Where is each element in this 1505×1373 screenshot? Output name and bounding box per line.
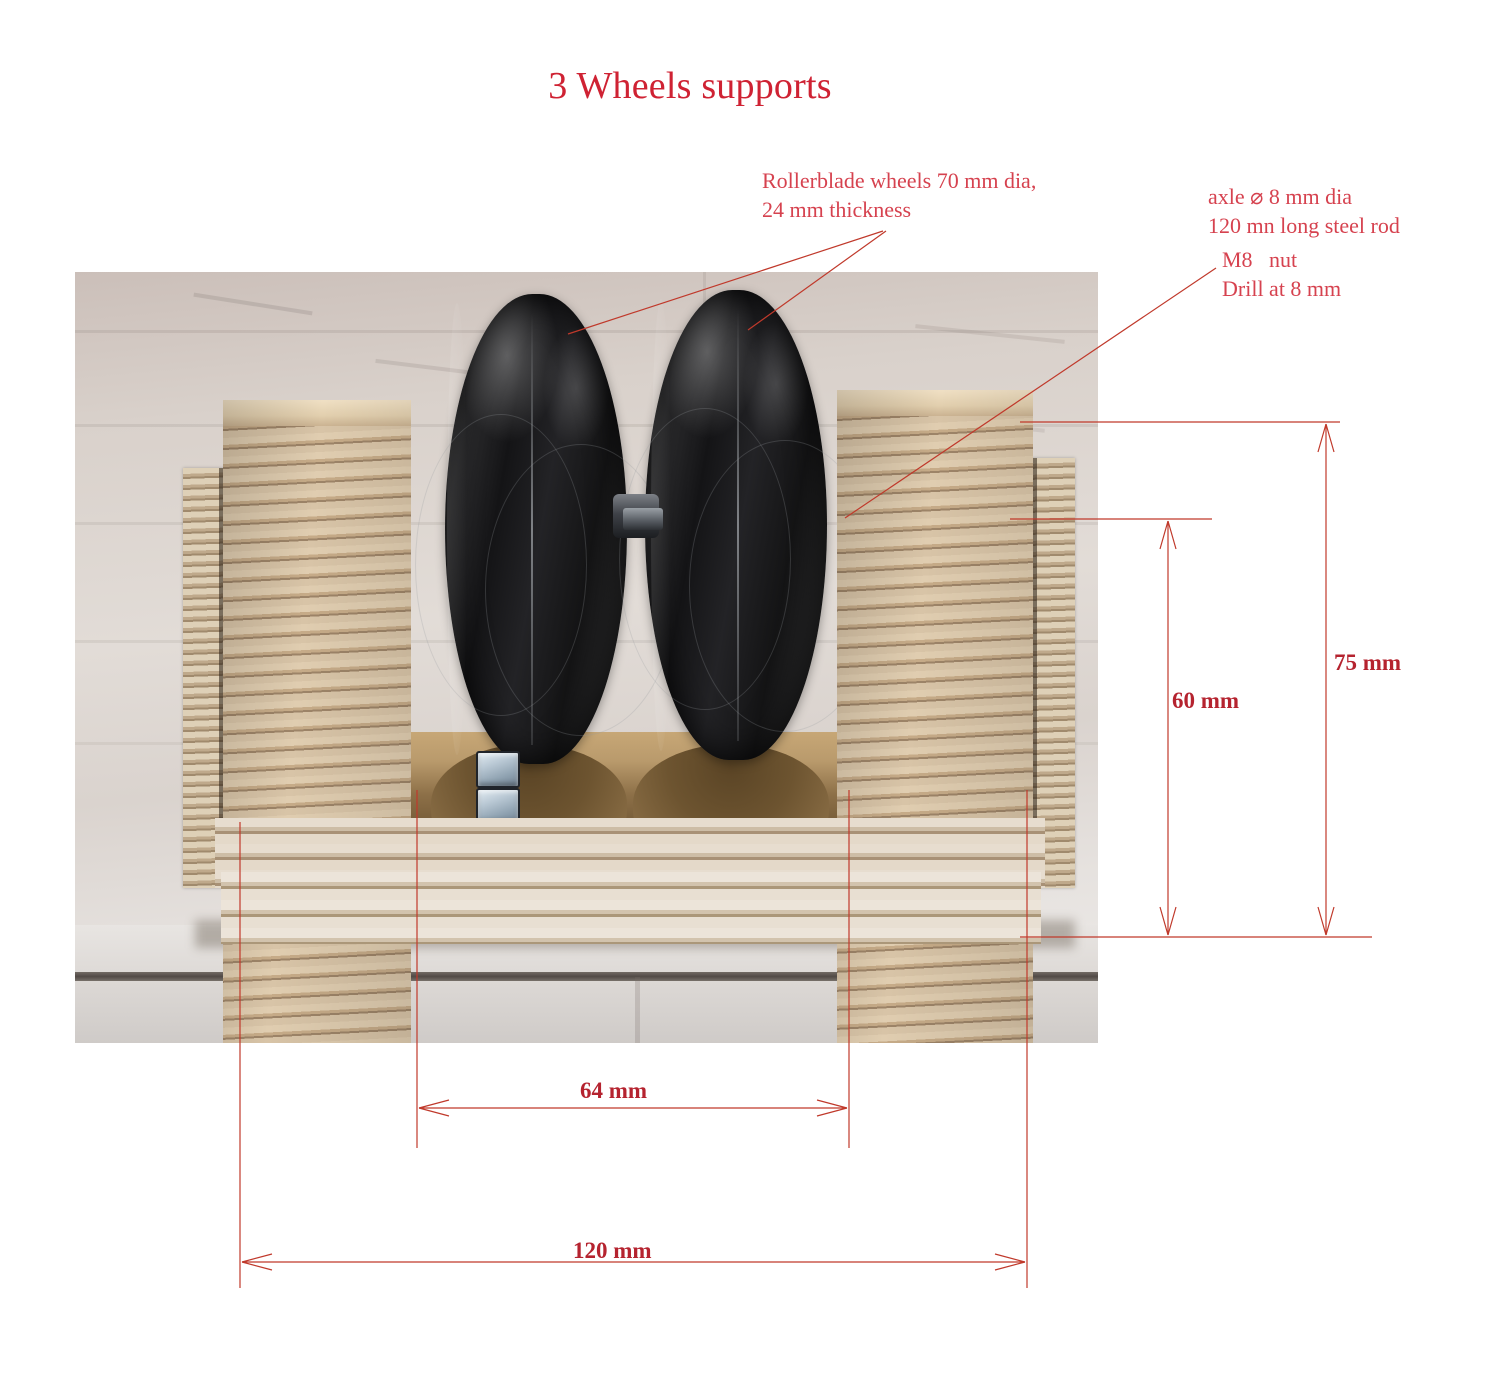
dimension-label-overall-width: 120 mm bbox=[573, 1238, 652, 1263]
arrowhead-left-64 bbox=[418, 1099, 450, 1117]
grout-line bbox=[635, 977, 640, 1043]
base-board-lower bbox=[221, 872, 1041, 944]
floor-grout-line bbox=[75, 972, 1098, 981]
dimension-label-overall-height: 75 mm bbox=[1334, 650, 1402, 675]
block-top-face bbox=[223, 400, 411, 426]
block-top-face bbox=[837, 390, 1033, 416]
arrowhead-up-75 bbox=[1317, 423, 1335, 453]
annotation-nut: M8 nut Drill at 8 mm bbox=[1222, 247, 1342, 302]
annotation-axle: axle ⌀ 8 mm dia 120 mn long steel rod bbox=[1208, 184, 1400, 239]
arrowhead-up-60 bbox=[1159, 520, 1177, 550]
arrowhead-right-64 bbox=[816, 1099, 848, 1117]
arrowhead-down-60 bbox=[1159, 906, 1177, 936]
rollerblade-wheel-left bbox=[415, 294, 677, 764]
product-photo bbox=[75, 272, 1098, 1043]
leader-line-wheel-left bbox=[567, 230, 884, 335]
arrowhead-right-120 bbox=[994, 1253, 1026, 1271]
page-title: 3 Wheels supports bbox=[548, 65, 832, 107]
dimension-label-inner-width: 64 mm bbox=[580, 1078, 648, 1103]
steel-axle-rod bbox=[623, 508, 663, 530]
dimension-label-axle-height: 60 mm bbox=[1172, 688, 1240, 713]
leader-line-nut bbox=[844, 267, 1217, 519]
arrowhead-left-120 bbox=[241, 1253, 273, 1271]
leader-line-wheel-right bbox=[747, 230, 887, 331]
arrowhead-down-75 bbox=[1317, 906, 1335, 936]
annotation-wheels: Rollerblade wheels 70 mm dia, 24 mm thic… bbox=[762, 168, 1037, 223]
m8-nut-left-upper bbox=[476, 751, 520, 788]
